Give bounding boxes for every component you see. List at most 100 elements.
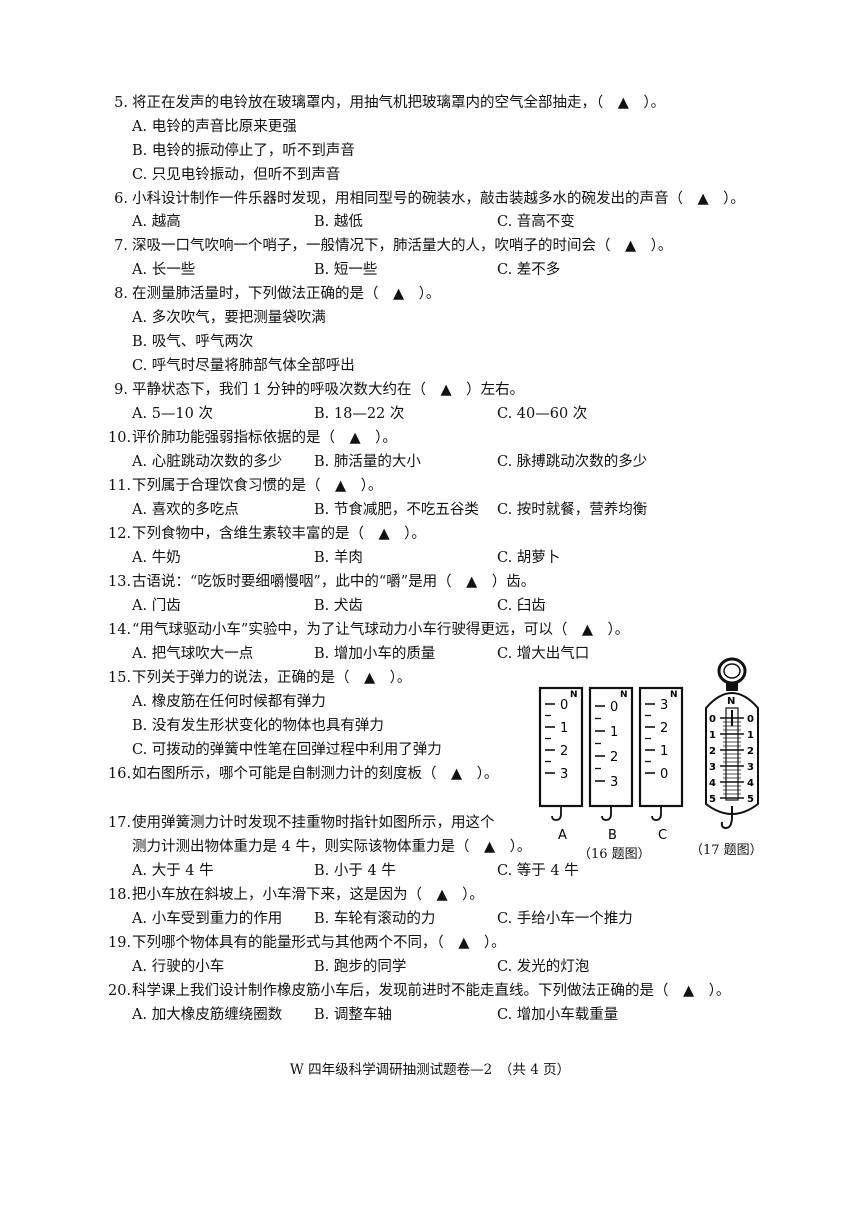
option-a: A. 橡皮筋在任何时候都有弹力: [132, 694, 326, 710]
tick-label-right: 1: [747, 730, 754, 741]
option-b: B. 犬齿: [314, 598, 363, 614]
question-13: 13.古语说：“吃饭时要细嚼慢咽”，此中的“嚼”是用（ ▲ ）齿。: [108, 571, 848, 593]
question-text: 将正在发声的电铃放在玻璃罩内，用抽气机把玻璃罩内的空气全部抽走，（ ▲ ）。: [132, 95, 666, 111]
hook-icon: [551, 806, 562, 821]
option-b: B. 越低: [314, 214, 363, 230]
option-c: C. 手给小车一个推力: [497, 911, 633, 927]
question-text: 平静状态下，我们 1 分钟的呼吸次数大约在（ ▲ ）左右。: [132, 382, 525, 398]
tick-label-left: 1: [709, 730, 716, 741]
option-a: A. 电铃的声音比原来更强: [132, 119, 297, 135]
question-19: 19.下列哪个物体具有的能量形式与其他两个不同，（ ▲ ）。: [108, 932, 848, 954]
question-number: 14.: [108, 622, 132, 638]
option-c: C. 40—60 次: [497, 406, 588, 422]
question-text: 把小车放在斜坡上，小车滑下来，这是因为（ ▲ ）。: [132, 887, 484, 903]
hook-icon: [601, 806, 612, 821]
question-number: 12.: [108, 526, 132, 542]
question-6: 6.小科设计制作一件乐器时发现，用相同型号的碗装水，敲击装越多水的碗发出的声音（…: [108, 188, 848, 210]
question-text-continued: 测力计测出物体重力是 4 牛，则实际该物体重力是（ ▲ ）。: [132, 839, 532, 855]
option-c: C. 呼气时尽量将肺部气体全部呼出: [132, 358, 355, 374]
scale-letter: B: [608, 828, 617, 841]
question-text: 如右图所示，哪个可能是自制测力计的刻度板（ ▲ ）。: [132, 766, 499, 782]
question-number: 6.: [114, 191, 128, 207]
tick-label: 3: [610, 775, 618, 790]
scale-letter: A: [558, 828, 567, 841]
option-b: B. 电铃的振动停止了，听不到声音: [132, 143, 355, 159]
question-text: 科学课上我们设计制作橡皮筋小车后，发现前进时不能走直线。下列做法正确的是（ ▲ …: [132, 983, 731, 999]
question-8: 8.在测量肺活量时，下列做法正确的是（ ▲ ）。: [108, 283, 848, 305]
question-text: 下列关于弹力的说法，正确的是（ ▲ ）。: [132, 670, 412, 686]
option-a: A. 加大橡皮筋缠绕圈数: [132, 1007, 283, 1023]
option-c: C. 音高不变: [497, 214, 575, 230]
option-b: B. 吸气、呼气两次: [132, 334, 254, 350]
option-c: C. 等于 4 牛: [497, 863, 579, 879]
option-b: B. 短一些: [314, 262, 378, 278]
option-b: B. 羊肉: [314, 550, 363, 566]
tick-label-left: 5: [709, 794, 716, 805]
question-18: 18.把小车放在斜坡上，小车滑下来，这是因为（ ▲ ）。: [108, 884, 848, 906]
tick-label-right: 3: [747, 762, 754, 773]
question-number: 16.: [108, 766, 132, 782]
option-c: C. 胡萝卜: [497, 550, 561, 566]
scale-unit: N: [670, 690, 678, 700]
tick-label-right: 4: [747, 778, 754, 789]
question-number: 11.: [108, 478, 132, 494]
question-12: 12.下列食物中，含维生素较丰富的是（ ▲ ）。: [108, 523, 848, 545]
question-15: 15.下列关于弹力的说法，正确的是（ ▲ ）。: [108, 667, 848, 689]
question-7: 7.深吸一口气吹响一个哨子，一般情况下，肺活量大的人，吹哨子的时间会（ ▲ ）。: [108, 235, 848, 257]
option-a: A. 长一些: [132, 262, 196, 278]
option-a: A. 越高: [132, 214, 181, 230]
question-text: 下列哪个物体具有的能量形式与其他两个不同，（ ▲ ）。: [132, 935, 506, 951]
tick-label-right: 2: [747, 746, 754, 757]
question-number: 8.: [114, 286, 128, 302]
question-text: 深吸一口气吹响一个哨子，一般情况下，肺活量大的人，吹哨子的时间会（ ▲ ）。: [132, 238, 673, 254]
scale-board-frame: [538, 686, 584, 808]
tick-label: 2: [560, 744, 568, 759]
option-a: A. 行驶的小车: [132, 959, 225, 975]
ring-icon: [717, 657, 747, 685]
question-20: 20.科学课上我们设计制作橡皮筋小车后，发现前进时不能走直线。下列做法正确的是（…: [108, 980, 848, 1002]
question-5: 5.将正在发声的电铃放在玻璃罩内，用抽气机把玻璃罩内的空气全部抽走，（ ▲ ）。: [108, 92, 848, 114]
option-a: A. 5—10 次: [132, 406, 213, 422]
tick-label: 2: [610, 750, 618, 765]
question-9: 9.平静状态下，我们 1 分钟的呼吸次数大约在（ ▲ ）左右。: [108, 379, 848, 401]
option-b: B. 增加小车的质量: [314, 646, 436, 662]
option-b: B. 18—22 次: [314, 406, 405, 422]
option-a: A. 牛奶: [132, 550, 181, 566]
question-text: 古语说：“吃饭时要细嚼慢咽”，此中的“嚼”是用（ ▲ ）齿。: [132, 574, 536, 590]
option-a: A. 门齿: [132, 598, 181, 614]
option-a: A. 把气球吹大一点: [132, 646, 254, 662]
question-text: 下列食物中，含维生素较丰富的是（ ▲ ）。: [132, 526, 426, 542]
option-b: B. 调整车轴: [314, 1007, 392, 1023]
scale-unit: N: [620, 690, 628, 700]
tick-label: 1: [610, 725, 618, 740]
question-number: 9.: [114, 382, 128, 398]
question-number: 20.: [108, 983, 132, 999]
option-c: C. 增大出气口: [497, 646, 590, 662]
scale-board-frame: [638, 686, 684, 808]
scale-unit: N: [570, 690, 578, 700]
option-c: C. 脉搏跳动次数的多少: [497, 454, 648, 470]
question-number: 19.: [108, 935, 132, 951]
hook-icon: [720, 815, 733, 830]
tick-label: 1: [660, 744, 668, 759]
option-c: C. 只见电铃振动，但听不到声音: [132, 167, 341, 183]
option-b: B. 小于 4 牛: [314, 863, 396, 879]
question-11: 11.下列属于合理饮食习惯的是（ ▲ ）。: [108, 475, 848, 497]
option-a: A. 小车受到重力的作用: [132, 911, 283, 927]
tick-label-right: 0: [747, 714, 754, 725]
option-a: A. 大于 4 牛: [132, 863, 214, 879]
hook-icon: [651, 806, 662, 821]
tick-label: 1: [560, 721, 568, 736]
scale-unit: N: [727, 696, 735, 707]
tick-label: 0: [610, 700, 618, 715]
question-number: 13.: [108, 574, 132, 590]
question-text: 使用弹簧测力计时发现不挂重物时指针如图所示，用这个: [132, 815, 495, 831]
option-b: B. 节食减肥，不吃五谷类: [314, 502, 479, 518]
question-text: 评价肺功能强弱指标依据的是（ ▲ ）。: [132, 430, 397, 446]
tick-label: 3: [660, 698, 668, 713]
